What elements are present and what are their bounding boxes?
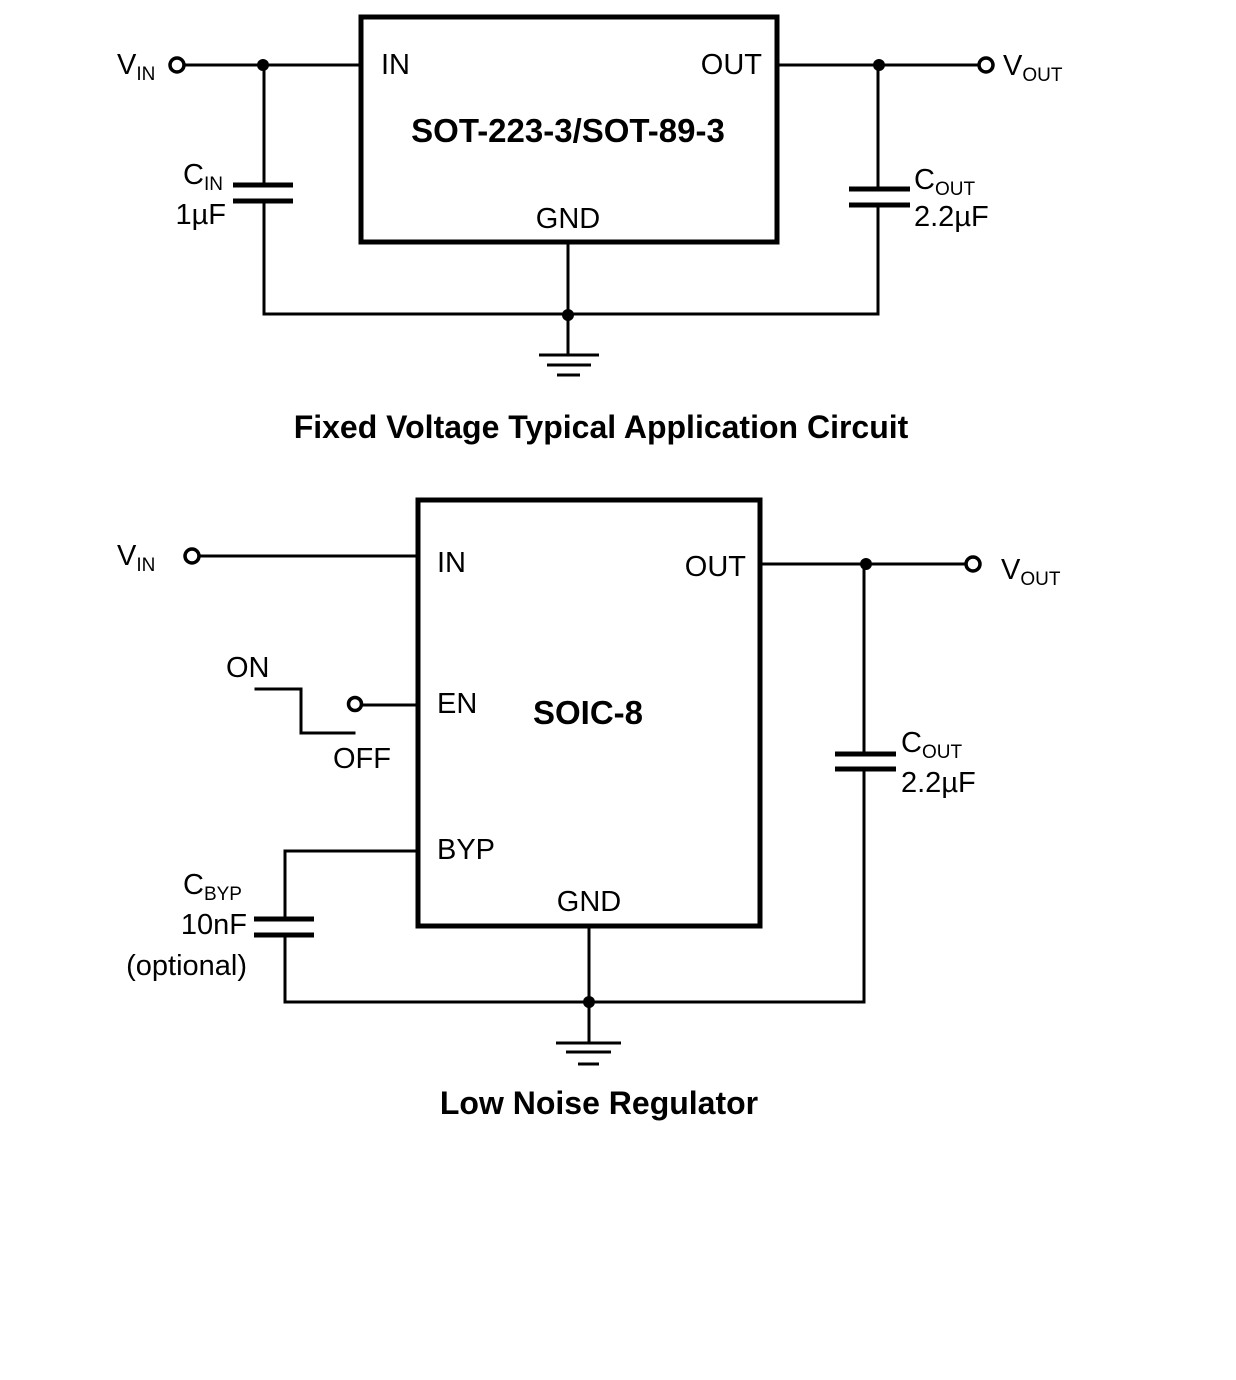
junction-dot xyxy=(562,309,574,321)
vin-label: VIN xyxy=(117,49,155,85)
switch-off-label: OFF xyxy=(333,743,391,775)
vout-terminal[interactable] xyxy=(977,56,995,74)
vin-terminal[interactable] xyxy=(183,547,201,565)
cin-label: CIN xyxy=(183,159,223,195)
circuit-title: Low Noise Regulator xyxy=(440,1085,758,1121)
vin-label: VIN xyxy=(117,540,155,576)
cbyp-label: CBYP xyxy=(183,869,242,905)
ground-icon xyxy=(556,1041,621,1066)
cbyp-wire-top xyxy=(283,849,420,921)
cin-value: 1µF xyxy=(175,199,226,231)
package-label: SOT-223-3/SOT-89-3 xyxy=(411,112,725,149)
ground-icon xyxy=(539,353,599,377)
cout-value: 2.2µF xyxy=(901,767,976,799)
enable-switch[interactable] xyxy=(254,687,356,735)
cout-value: 2.2µF xyxy=(914,201,989,233)
cout-label: COUT xyxy=(901,727,962,763)
vout-label: VOUT xyxy=(1001,554,1061,590)
cout-label: COUT xyxy=(914,164,975,200)
pin-byp-label: BYP xyxy=(437,834,495,866)
pin-out-label: OUT xyxy=(701,49,763,81)
pin-out-label: OUT xyxy=(685,551,747,583)
pin-en-label: EN xyxy=(437,688,477,720)
pin-gnd-label: GND xyxy=(536,203,600,235)
vout-label: VOUT xyxy=(1003,50,1063,86)
cbyp-value: 10nF xyxy=(181,909,247,941)
fixed-voltage-circuit: IN OUT GND SOT-223-3/SOT-89-3 VIN CIN 1µ… xyxy=(117,14,1063,445)
low-noise-circuit: IN OUT EN BYP GND SOIC-8 VIN ON OFF VOUT… xyxy=(117,497,1061,1121)
cbyp-note: (optional) xyxy=(126,950,247,982)
package-label: SOIC-8 xyxy=(533,694,643,731)
junction-dot xyxy=(583,996,595,1008)
pin-gnd-label: GND xyxy=(557,886,621,918)
pin-in-label: IN xyxy=(437,547,466,579)
pin-in-label: IN xyxy=(381,49,410,81)
junction-dot xyxy=(860,558,872,570)
switch-on-label: ON xyxy=(226,652,270,684)
en-terminal[interactable] xyxy=(346,695,364,713)
vout-terminal[interactable] xyxy=(964,555,982,573)
circuit-title: Fixed Voltage Typical Application Circui… xyxy=(294,409,909,445)
vin-terminal[interactable] xyxy=(168,56,186,74)
